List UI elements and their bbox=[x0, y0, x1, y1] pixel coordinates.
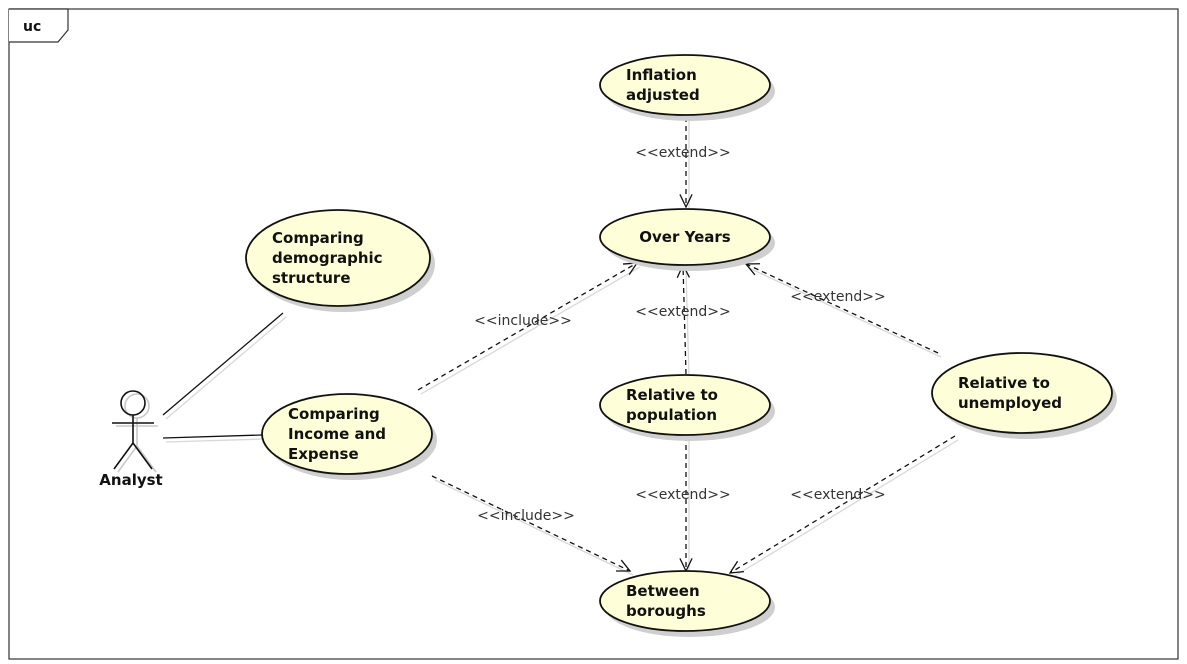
open-arrowhead bbox=[728, 560, 744, 574]
relation-label-extend: <<extend>> bbox=[790, 289, 885, 305]
relation-association-actor-to-demographic[interactable] bbox=[162, 312, 287, 420]
relation-line bbox=[729, 435, 956, 574]
use-case-ellipse bbox=[261, 393, 433, 475]
relation-label-extend: <<extend>> bbox=[635, 145, 730, 161]
use-case-ellipse bbox=[599, 570, 771, 632]
relation-line bbox=[162, 312, 284, 416]
relation-shadow bbox=[732, 439, 959, 578]
actor-right-leg bbox=[132, 442, 153, 470]
use-case-label-line: Comparing bbox=[272, 229, 364, 247]
use-case-label-line: population bbox=[626, 406, 717, 424]
relation-extend-unemployed-to-overyears[interactable] bbox=[744, 263, 942, 358]
use-case-label-line: Relative to bbox=[958, 374, 1050, 392]
actor-analyst[interactable]: Analyst bbox=[99, 390, 163, 489]
use-case-demographic[interactable]: Comparing demographic structure bbox=[245, 209, 435, 312]
relation-label-include: <<include>> bbox=[477, 508, 575, 524]
open-arrowhead bbox=[622, 262, 639, 275]
use-case-inflation[interactable]: Inflation adjusted bbox=[599, 54, 775, 121]
relation-label-extend: <<extend>> bbox=[635, 487, 730, 503]
relation-label-extend: <<extend>> bbox=[790, 487, 885, 503]
relation-label-extend: <<extend>> bbox=[635, 304, 730, 320]
relation-extend-inflation-to-overyears[interactable] bbox=[679, 117, 693, 211]
actor-shadow-part bbox=[136, 445, 157, 473]
relation-line bbox=[745, 263, 939, 354]
relation-extend-unemployed-to-boroughs[interactable] bbox=[728, 435, 959, 578]
use-case-ellipse bbox=[599, 54, 771, 116]
relation-shadow bbox=[165, 316, 287, 420]
use-case-label-line: Income and bbox=[288, 425, 386, 443]
diagram-frame bbox=[8, 8, 1179, 660]
use-case-ellipse bbox=[599, 208, 771, 266]
relation-line bbox=[162, 434, 263, 439]
use-case-population[interactable]: Relative to population bbox=[599, 374, 775, 441]
open-arrowhead bbox=[615, 559, 632, 572]
actor-left-leg bbox=[113, 442, 134, 470]
use-case-label-line: unemployed bbox=[958, 394, 1062, 412]
use-case-label-line: Expense bbox=[288, 445, 359, 463]
relation-extend-population-to-boroughs[interactable] bbox=[679, 436, 693, 575]
use-case-label-line: demographic bbox=[272, 249, 383, 267]
frame-label: uc bbox=[23, 19, 41, 35]
relation-label-include: <<include>> bbox=[474, 313, 572, 329]
use-case-label-line: Between bbox=[626, 582, 700, 600]
use-case-label-line: Over Years bbox=[639, 228, 731, 246]
use-case-label-line: boroughs bbox=[626, 602, 706, 620]
relation-labels-layer: <<extend>> <<include>> <<extend>> <<extend>… bbox=[474, 145, 886, 524]
relation-extend-population-to-overyears[interactable] bbox=[676, 263, 691, 379]
use-case-label-line: Relative to bbox=[626, 386, 718, 404]
use-case-ellipse bbox=[245, 209, 431, 307]
use-case-label-line: structure bbox=[272, 269, 351, 287]
use-case-ellipse bbox=[931, 352, 1113, 434]
use-case-unemployed[interactable]: Relative to unemployed bbox=[931, 352, 1117, 439]
use-case-label-line: Inflation bbox=[626, 66, 697, 84]
actor-name: Analyst bbox=[99, 471, 162, 489]
frame-tab bbox=[9, 8, 69, 43]
relation-shadow bbox=[165, 438, 266, 443]
relation-shadow bbox=[685, 268, 690, 379]
relation-association-actor-to-income[interactable] bbox=[162, 434, 266, 443]
use-case-overyears[interactable]: Over Years bbox=[599, 208, 775, 271]
use-case-label-line: Comparing bbox=[288, 405, 380, 423]
use-case-boroughs[interactable]: Between boroughs bbox=[599, 570, 775, 637]
relation-line bbox=[682, 264, 687, 375]
use-case-ellipse bbox=[599, 374, 771, 436]
relation-line bbox=[417, 262, 638, 391]
relation-shadow bbox=[420, 266, 641, 395]
relation-include-income-to-boroughs[interactable] bbox=[431, 475, 634, 576]
relation-shadow bbox=[748, 267, 942, 358]
relation-shadow bbox=[434, 479, 634, 576]
open-arrowhead bbox=[679, 194, 693, 209]
actor-shadow-part bbox=[117, 445, 138, 473]
use-case-label-line: adjusted bbox=[626, 86, 700, 104]
relations-layer bbox=[162, 117, 959, 578]
relation-line bbox=[431, 475, 631, 572]
